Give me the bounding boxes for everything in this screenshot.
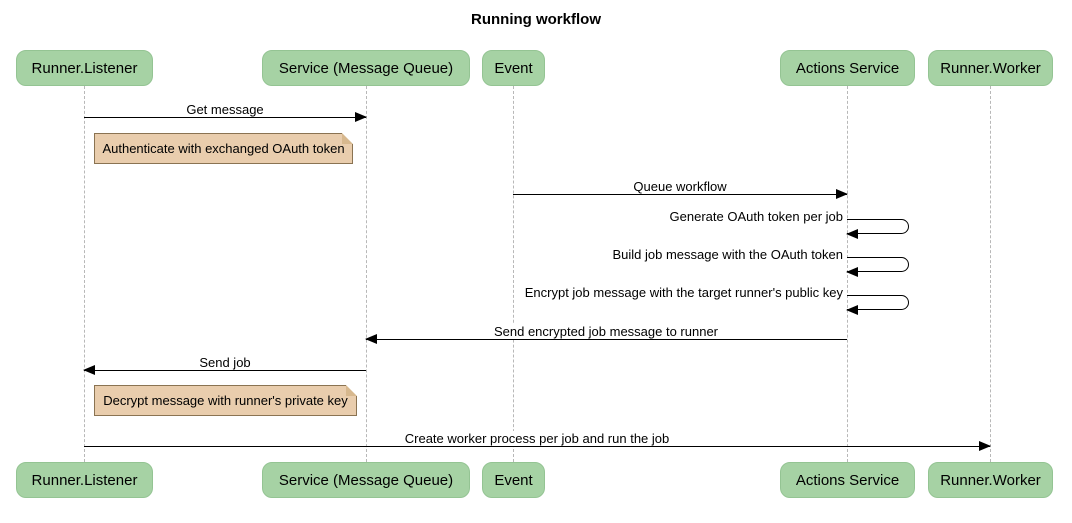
lifeline-service-message-queue [366,86,367,462]
actor-service-message-queue-top: Service (Message Queue) [262,50,470,86]
message-arrow-send-encrypted [365,334,847,345]
arrowhead-left-icon [365,334,377,345]
arrowhead-right-icon [355,112,367,123]
self-message-label-encrypt-job-message: Encrypt job message with the target runn… [524,285,843,300]
message-arrow-send-job [83,365,366,376]
actor-runner-listener-bottom: Runner.Listener [16,462,153,498]
actor-actions-service-bottom: Actions Service [780,462,915,498]
message-arrow-queue-workflow [513,189,848,200]
message-label-get-message: Get message [183,102,267,117]
message-label-send-job: Send job [196,355,254,370]
self-message-label-build-job-message: Build job message with the OAuth token [612,247,843,262]
arrowhead-left-icon [846,266,858,277]
lifeline-runner-worker [990,86,991,462]
actor-event-bottom: Event [482,462,545,498]
message-label-create-worker: Create worker process per job and run th… [401,431,673,446]
note-authenticate: Authenticate with exchanged OAuth token [94,133,353,164]
arrowhead-left-icon [846,304,858,315]
actor-actions-service-top: Actions Service [780,50,915,86]
arrowhead-left-icon [846,228,858,239]
self-message-label-generate-token: Generate OAuth token per job [669,209,843,224]
actor-runner-listener-top: Runner.Listener [16,50,153,86]
actor-event-top: Event [482,50,545,86]
actor-service-message-queue-bottom: Service (Message Queue) [262,462,470,498]
message-label-queue-workflow: Queue workflow [630,179,730,194]
lifeline-event [513,86,514,462]
message-arrow-create-worker [84,441,991,452]
message-label-send-encrypted: Send encrypted job message to runner [490,324,722,339]
diagram-title: Running workflow [471,11,601,28]
self-message-loop-build-job-message [846,257,909,277]
arrowhead-right-icon [979,441,991,452]
lifeline-runner-listener [84,86,85,462]
actor-runner-worker-top: Runner.Worker [928,50,1053,86]
message-arrow-get-message [84,112,367,123]
self-message-loop-encrypt-job-message [846,295,909,315]
arrowhead-right-icon [836,189,848,200]
arrowhead-left-icon [83,365,95,376]
self-message-loop-generate-token [846,219,909,239]
note-decrypt: Decrypt message with runner's private ke… [94,385,357,416]
actor-runner-worker-bottom: Runner.Worker [928,462,1053,498]
